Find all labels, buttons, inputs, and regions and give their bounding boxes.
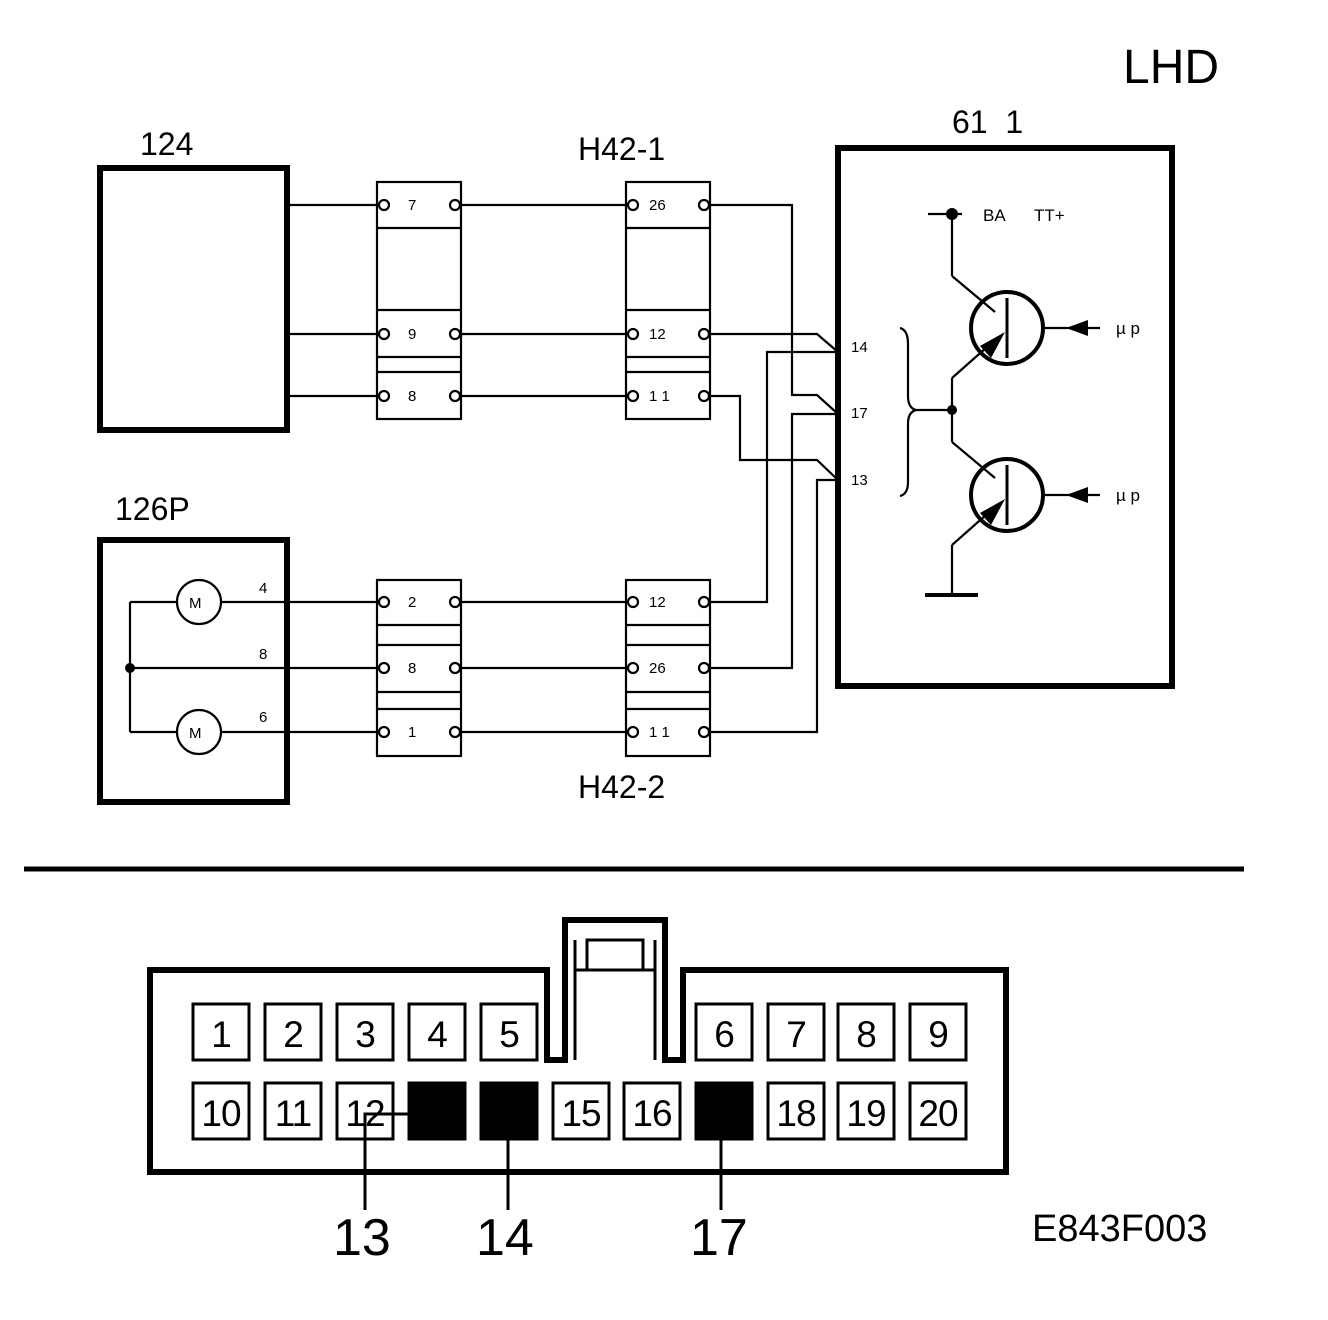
callout-14: 14 <box>476 1209 534 1267</box>
wires <box>130 203 839 734</box>
terminal-number: 8 <box>408 388 416 405</box>
module-pin-label: 14 <box>851 339 868 356</box>
connector-cavity <box>191 1081 251 1141</box>
connector-pin-number: 6 <box>714 1014 734 1055</box>
connector-cavity <box>335 1002 395 1062</box>
mu-p-label: µ p <box>1116 486 1140 505</box>
connector-pin-number: 1 <box>211 1014 231 1055</box>
tt-label: TT+ <box>1034 206 1065 225</box>
terminal-number: 9 <box>408 326 416 343</box>
motor-label: M <box>189 595 202 612</box>
connector-pin-number: 4 <box>427 1014 447 1055</box>
connector-cavity <box>908 1002 968 1062</box>
connector-pin-number: 18 <box>776 1093 815 1134</box>
connector-h42-2-title: H42-2 <box>578 769 665 805</box>
connector-cavity <box>263 1002 323 1062</box>
module-126p-box <box>97 537 290 805</box>
terminal-number: 1 1 <box>649 724 670 741</box>
callout-17: 17 <box>690 1209 748 1267</box>
transistor-icon <box>950 441 1100 595</box>
connector-pin-number: 11 <box>275 1093 311 1134</box>
connector-cavity <box>766 1002 826 1062</box>
connector-pin-number: 10 <box>201 1093 241 1134</box>
motor-pin-label: 6 <box>259 709 267 726</box>
terminal-number: 7 <box>408 197 416 214</box>
module-124-box <box>97 165 290 433</box>
figure-code: E843F003 <box>1032 1208 1207 1250</box>
connector-pin-number: 2 <box>283 1014 303 1055</box>
connector-pin-number: 15 <box>561 1093 601 1134</box>
motor-icon <box>175 578 223 626</box>
terminal-number: 8 <box>408 660 416 677</box>
ba-label: BA <box>983 206 1006 225</box>
motor-label: M <box>189 725 202 742</box>
terminal-block-bottom-b: 12 26 1 1 <box>624 578 712 758</box>
connector-pin-number: 19 <box>846 1093 885 1134</box>
module-pin-label: 13 <box>851 472 868 489</box>
connector-cavity <box>694 1002 754 1062</box>
connector-pin-number: 3 <box>355 1014 375 1055</box>
connector-cavity <box>263 1081 323 1141</box>
connector-cavity <box>836 1081 896 1141</box>
module-61-title: 61 1 <box>952 104 1023 140</box>
connector-cavity <box>479 1002 539 1062</box>
connector-pin-number: 16 <box>632 1093 671 1134</box>
connector-cavity-used <box>407 1081 467 1141</box>
connector-cavity-used <box>479 1081 539 1141</box>
connector-h42-1-title: H42-1 <box>578 131 665 167</box>
connector-cavity <box>908 1081 968 1141</box>
terminal-number: 26 <box>649 197 666 214</box>
connector-cavity <box>622 1081 682 1141</box>
connector-pin-number: 5 <box>499 1014 519 1055</box>
terminal-number: 1 1 <box>649 388 670 405</box>
lhd-label: LHD <box>1123 41 1219 94</box>
connector-pin-number: 8 <box>856 1014 876 1055</box>
terminal-block-bottom-a: 2 8 1 <box>375 578 463 758</box>
terminal-block-top-b: 26 12 1 1 <box>624 180 712 421</box>
motor-pin-label: 8 <box>259 646 267 663</box>
motor-circuit: M M <box>125 578 223 756</box>
connector-pin-number: 7 <box>786 1014 806 1055</box>
terminal-number: 12 <box>649 326 666 343</box>
terminal-block-top-a: 7 9 8 <box>375 180 463 421</box>
motor-icon <box>175 708 223 756</box>
terminal-number: 2 <box>408 594 416 611</box>
brace-icon <box>899 326 917 498</box>
terminal-number: 1 <box>408 724 416 741</box>
callout-13: 13 <box>333 1209 391 1267</box>
connector-cavity <box>836 1002 896 1062</box>
terminal-number: 12 <box>649 594 666 611</box>
connector-cavity-used <box>694 1081 754 1141</box>
connector-pin-number: 9 <box>928 1014 948 1055</box>
module-pin-label: 17 <box>851 405 868 422</box>
module-126p-title: 126P <box>115 491 190 527</box>
connector-cavity <box>766 1081 826 1141</box>
connector-pin-number: 20 <box>918 1093 958 1134</box>
module-61-box <box>835 145 1175 689</box>
connector-cavity <box>551 1081 611 1141</box>
mu-p-label: µ p <box>1116 319 1140 338</box>
callout-leaders <box>363 1112 723 1210</box>
connector-face <box>147 917 1009 1175</box>
transistor-icon <box>950 290 1100 442</box>
terminal-number: 26 <box>649 660 666 677</box>
module-124-title: 124 <box>140 126 193 162</box>
connector-cavity <box>191 1002 251 1062</box>
connector-cavity <box>407 1002 467 1062</box>
motor-pin-label: 4 <box>259 580 267 597</box>
